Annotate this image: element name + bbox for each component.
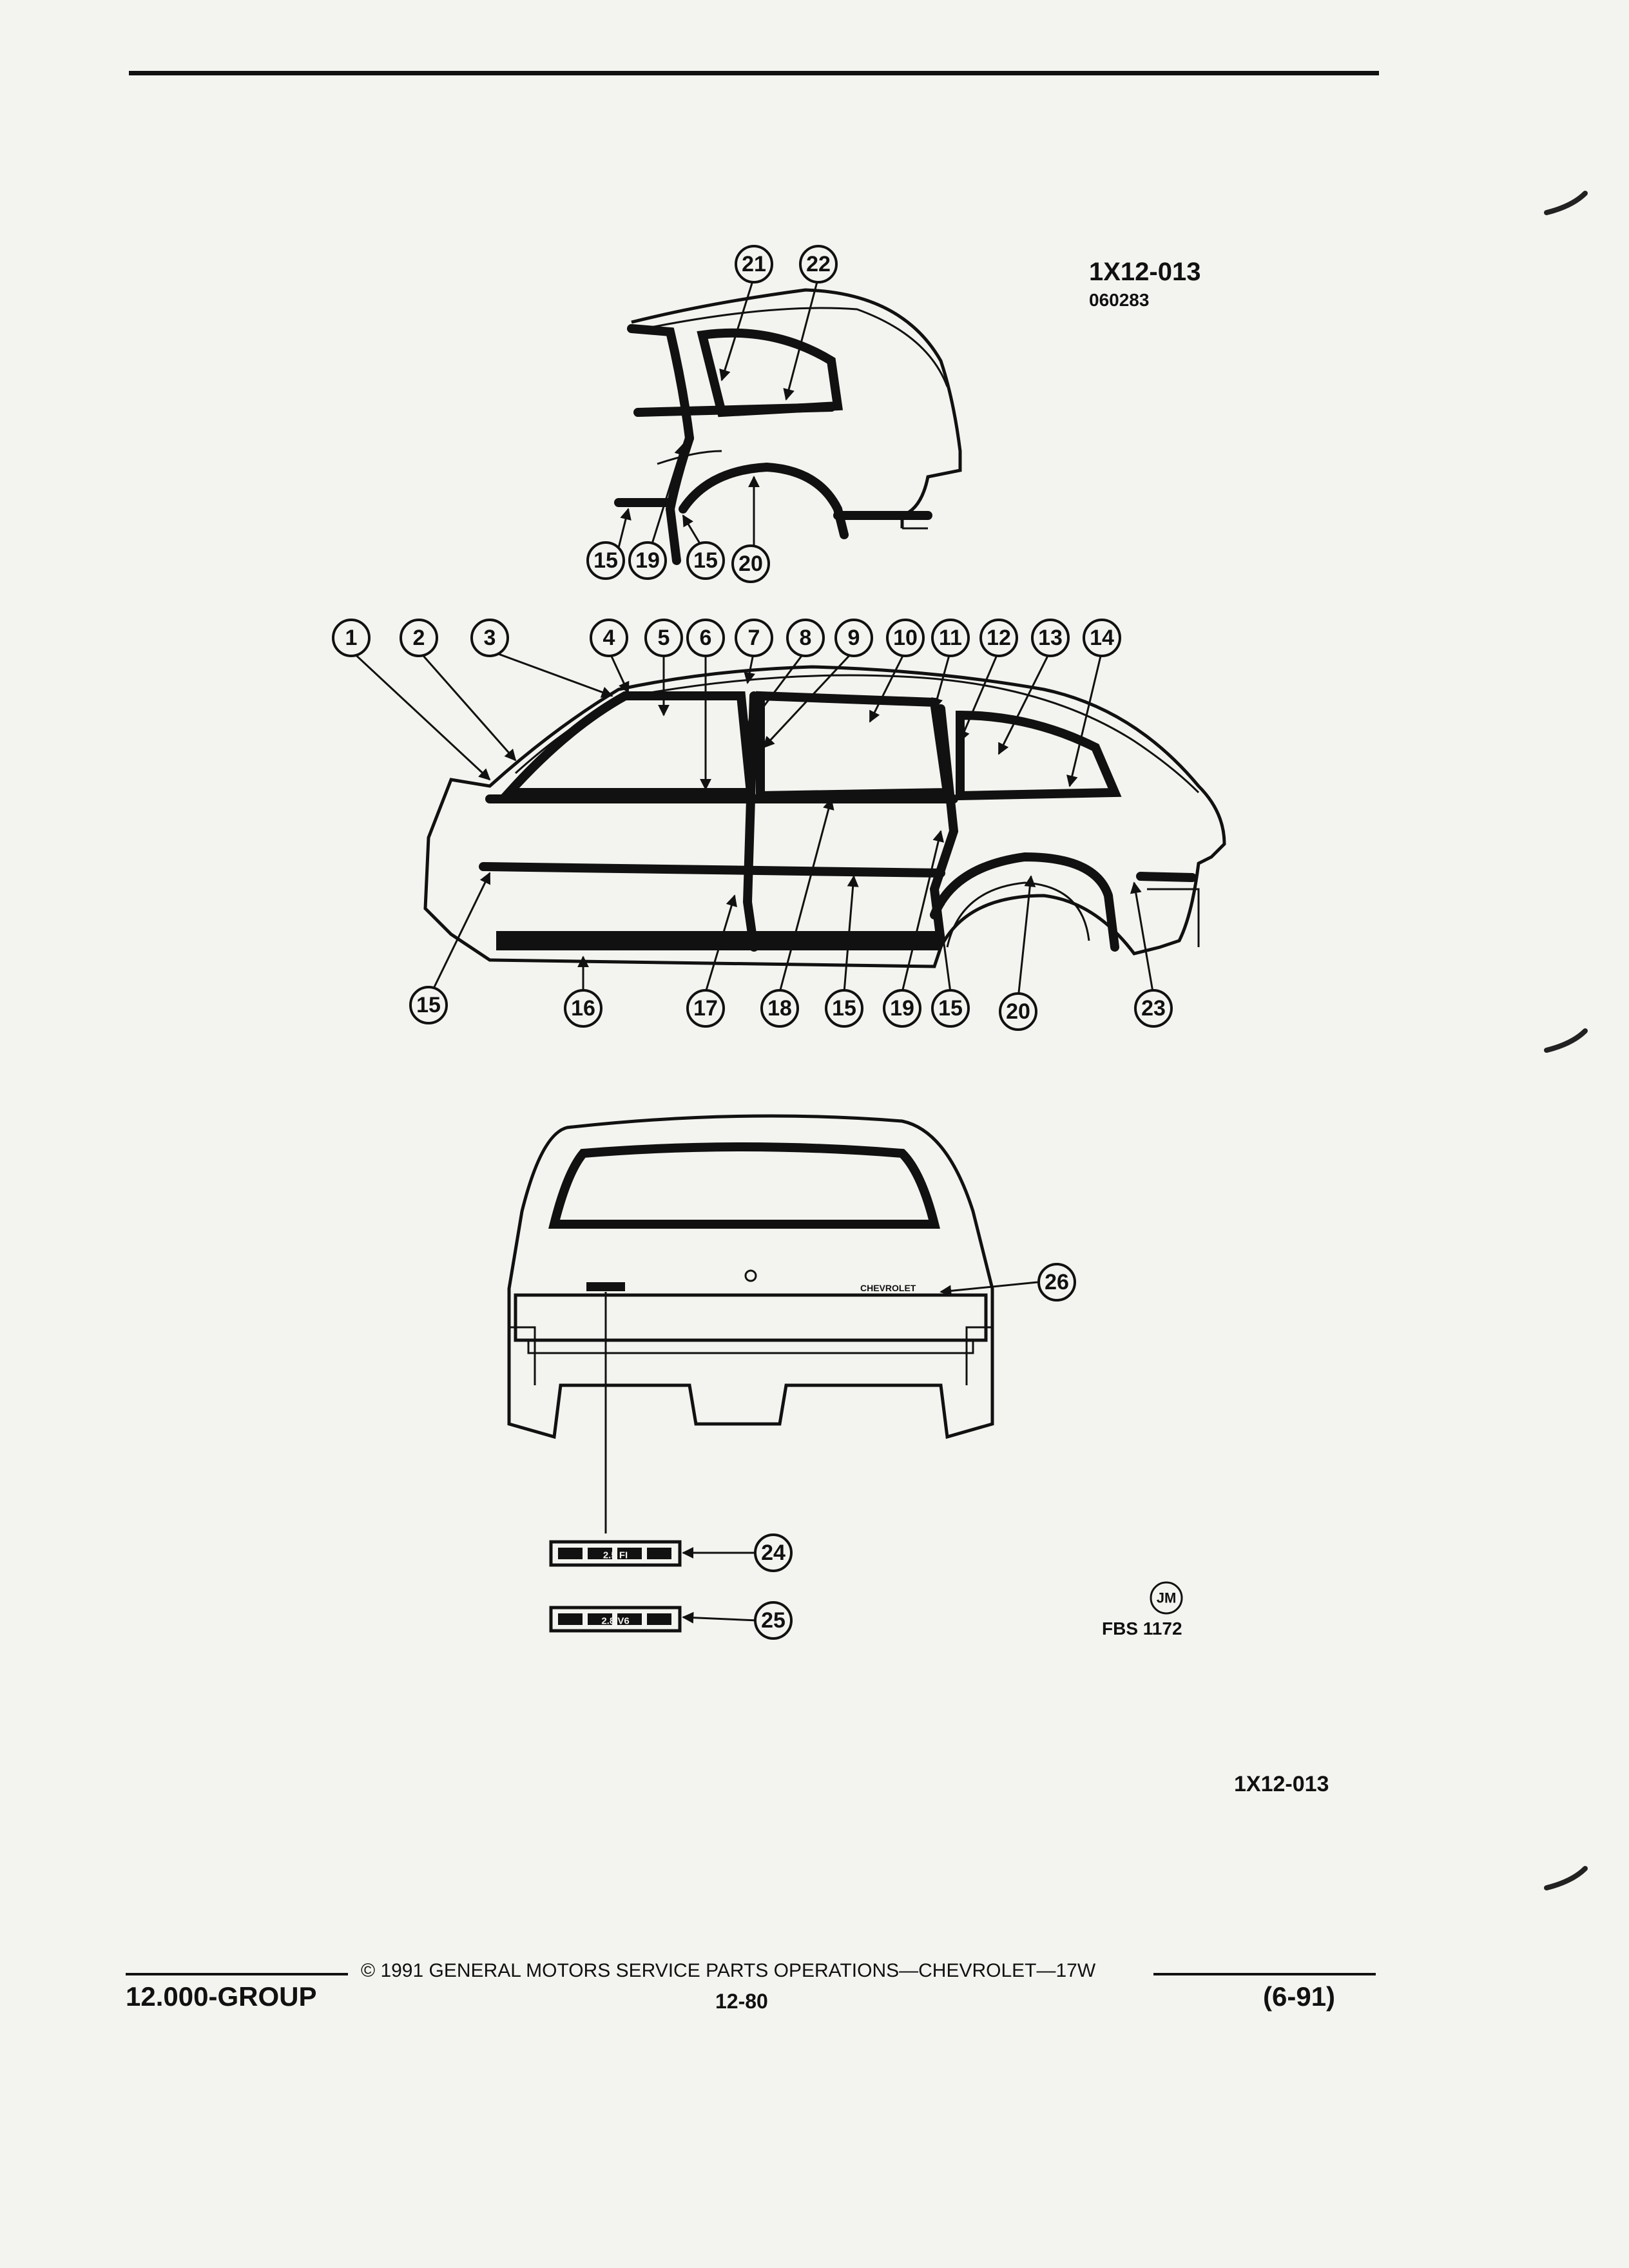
callout-9: 9 xyxy=(834,619,873,657)
callout-label: 15 xyxy=(593,548,618,573)
callout-group-rear: 26 24 25 xyxy=(754,1263,1076,1640)
emblem-2-8-v6 xyxy=(549,1606,682,1633)
callout-label: 18 xyxy=(767,996,792,1021)
callout-label: 13 xyxy=(1038,626,1063,650)
callout-11: 11 xyxy=(931,619,970,657)
callout-label: 7 xyxy=(748,626,760,650)
callout-label: 10 xyxy=(893,626,918,650)
stamp-initials: JM xyxy=(1157,1590,1177,1606)
diagram-code: 1X12-013 xyxy=(1089,258,1201,286)
copyright-line: © 1991 GENERAL MOTORS SERVICE PARTS OPER… xyxy=(361,1960,1096,1981)
header-rule xyxy=(129,71,1379,75)
callout-15: 15 xyxy=(409,986,448,1024)
group-label: 12.000-GROUP xyxy=(126,1981,317,2012)
callout-label: 3 xyxy=(484,626,496,650)
callout-15: 15 xyxy=(586,541,625,580)
callout-22: 22 xyxy=(799,245,838,284)
callout-label: 19 xyxy=(890,996,914,1021)
callout-8: 8 xyxy=(786,619,825,657)
binder-mark xyxy=(1544,1866,1588,1890)
callout-19: 19 xyxy=(883,989,921,1028)
diagram-subcode: 060283 xyxy=(1089,290,1150,310)
callout-label: 15 xyxy=(416,993,441,1017)
callout-20: 20 xyxy=(731,544,770,583)
footer-rule-left xyxy=(126,1973,348,1975)
callout-26: 26 xyxy=(1037,1263,1076,1302)
callout-label: 24 xyxy=(761,1541,786,1565)
callout-group-top: 21 22 15 19 15 20 xyxy=(586,245,838,583)
chevrolet-badge: CHEVROLET xyxy=(860,1283,916,1293)
footer-rule-right xyxy=(1153,1973,1376,1975)
callout-label: 25 xyxy=(761,1608,786,1633)
callout-2: 2 xyxy=(400,619,438,657)
callout-7: 7 xyxy=(735,619,773,657)
stamp-code: FBS 1172 xyxy=(1102,1619,1182,1639)
emblem-2-5-fi xyxy=(549,1540,682,1567)
callout-label: 9 xyxy=(848,626,860,650)
callout-18: 18 xyxy=(760,989,799,1028)
figure-code: 1X12-013 xyxy=(1234,1772,1329,1796)
rear-view: CHEVROLET 2.5 FI 2.8 V6 xyxy=(507,1114,1038,1633)
binder-mark xyxy=(1544,191,1588,215)
callout-label: 1 xyxy=(345,626,358,650)
callout-15: 15 xyxy=(931,989,970,1028)
callout-label: 26 xyxy=(1045,1270,1069,1294)
callout-15: 15 xyxy=(825,989,863,1028)
callout-21: 21 xyxy=(735,245,773,284)
callout-5: 5 xyxy=(644,619,683,657)
callout-label: 20 xyxy=(738,552,763,576)
callout-label: 23 xyxy=(1141,996,1166,1021)
callout-label: 20 xyxy=(1006,999,1030,1024)
callout-3: 3 xyxy=(470,619,509,657)
callout-1: 1 xyxy=(332,619,371,657)
callout-label: 11 xyxy=(939,626,962,650)
callout-13: 13 xyxy=(1031,619,1070,657)
callout-label: 14 xyxy=(1090,626,1114,650)
callout-15: 15 xyxy=(686,541,725,580)
callout-label: 4 xyxy=(603,626,615,650)
callout-19: 19 xyxy=(628,541,667,580)
callout-label: 16 xyxy=(571,996,595,1021)
callout-label: 8 xyxy=(800,626,812,650)
callout-23: 23 xyxy=(1134,989,1173,1028)
callout-17: 17 xyxy=(686,989,725,1028)
callout-label: 21 xyxy=(742,252,766,276)
callout-label: 15 xyxy=(938,996,963,1021)
callout-6: 6 xyxy=(686,619,725,657)
callout-20: 20 xyxy=(999,992,1037,1031)
callout-label: 12 xyxy=(987,626,1011,650)
callout-label: 15 xyxy=(693,548,718,573)
callout-16: 16 xyxy=(564,989,602,1028)
callout-label: 19 xyxy=(635,548,660,573)
emblem-25-caption: 2.8 V6 xyxy=(601,1616,629,1627)
emblem-24-caption: 2.5 FI xyxy=(603,1550,628,1561)
revision-date: (6-91) xyxy=(1263,1981,1336,2012)
callout-4: 4 xyxy=(590,619,628,657)
callout-label: 17 xyxy=(693,996,718,1021)
binder-mark xyxy=(1544,1028,1588,1053)
callout-label: 6 xyxy=(700,626,712,650)
side-view xyxy=(350,649,1226,999)
callout-12: 12 xyxy=(979,619,1018,657)
rear-quarter-view xyxy=(614,276,962,565)
callout-label: 22 xyxy=(806,252,831,276)
callout-25: 25 xyxy=(754,1601,793,1640)
page-number: 12-80 xyxy=(715,1990,768,2013)
callout-group-side: 1 2 3 4 5 6 7 8 9 10 11 12 13 14 15 16 1… xyxy=(332,619,1173,1031)
callout-24: 24 xyxy=(754,1533,793,1572)
callout-label: 15 xyxy=(832,996,856,1021)
callout-10: 10 xyxy=(886,619,925,657)
illustrator-stamp: JM xyxy=(1150,1581,1183,1615)
callout-label: 5 xyxy=(658,626,670,650)
callout-14: 14 xyxy=(1083,619,1121,657)
callout-label: 2 xyxy=(413,626,425,650)
